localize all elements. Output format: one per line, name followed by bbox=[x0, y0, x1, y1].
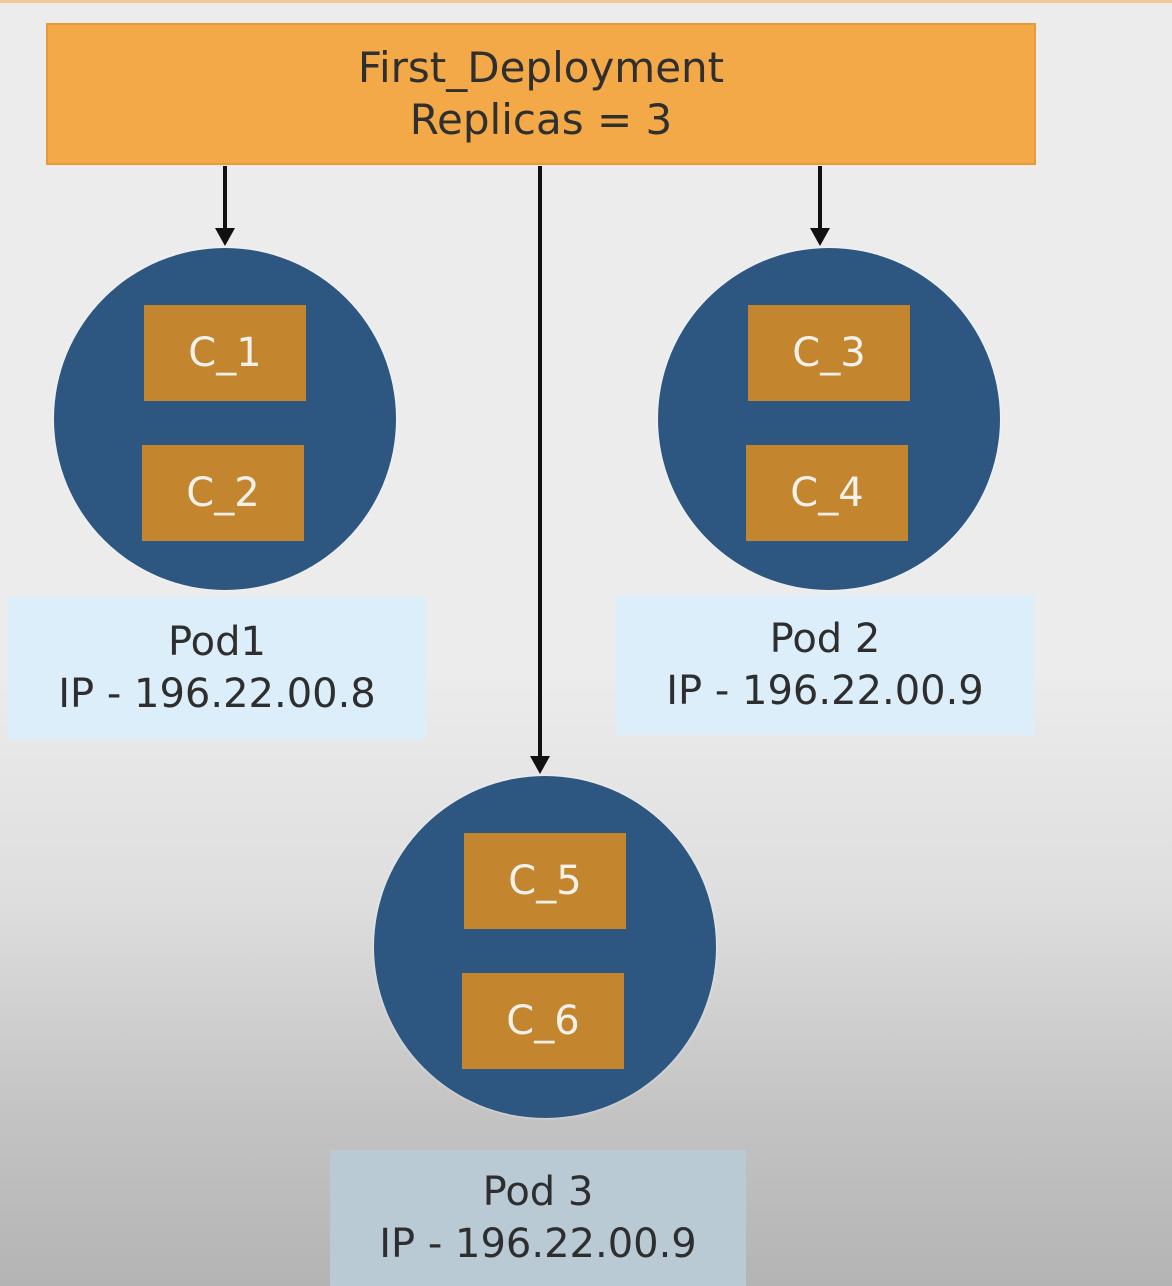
container-c4: C_4 bbox=[746, 445, 908, 541]
arrowhead-pod1 bbox=[215, 228, 235, 246]
container-c5: C_5 bbox=[464, 833, 626, 929]
deployment-replicas: Replicas = 3 bbox=[409, 95, 673, 144]
container-c2: C_2 bbox=[142, 445, 304, 541]
arrowhead-pod2 bbox=[810, 228, 830, 246]
container-c1: C_1 bbox=[144, 305, 306, 401]
top-rule bbox=[0, 0, 1172, 3]
arrowhead-pod3 bbox=[530, 756, 550, 774]
container-c3: C_3 bbox=[748, 305, 910, 401]
deployment-box: First_Deployment Replicas = 3 bbox=[46, 23, 1036, 165]
pod3-label: Pod 3 IP - 196.22.00.9 bbox=[330, 1150, 746, 1286]
pod2-label: Pod 2 IP - 196.22.00.9 bbox=[616, 595, 1034, 735]
pod1-name: Pod1 bbox=[167, 619, 266, 665]
deployment-name: First_Deployment bbox=[357, 43, 725, 92]
pod3-ip: IP - 196.22.00.9 bbox=[379, 1221, 697, 1267]
pod2-ip: IP - 196.22.00.9 bbox=[666, 668, 984, 714]
pod2-name: Pod 2 bbox=[769, 616, 881, 662]
container-c6: C_6 bbox=[462, 973, 624, 1069]
pod1-label: Pod1 IP - 196.22.00.8 bbox=[8, 597, 426, 739]
pod1-ip: IP - 196.22.00.8 bbox=[58, 671, 376, 717]
pod3-name: Pod 3 bbox=[482, 1169, 594, 1215]
